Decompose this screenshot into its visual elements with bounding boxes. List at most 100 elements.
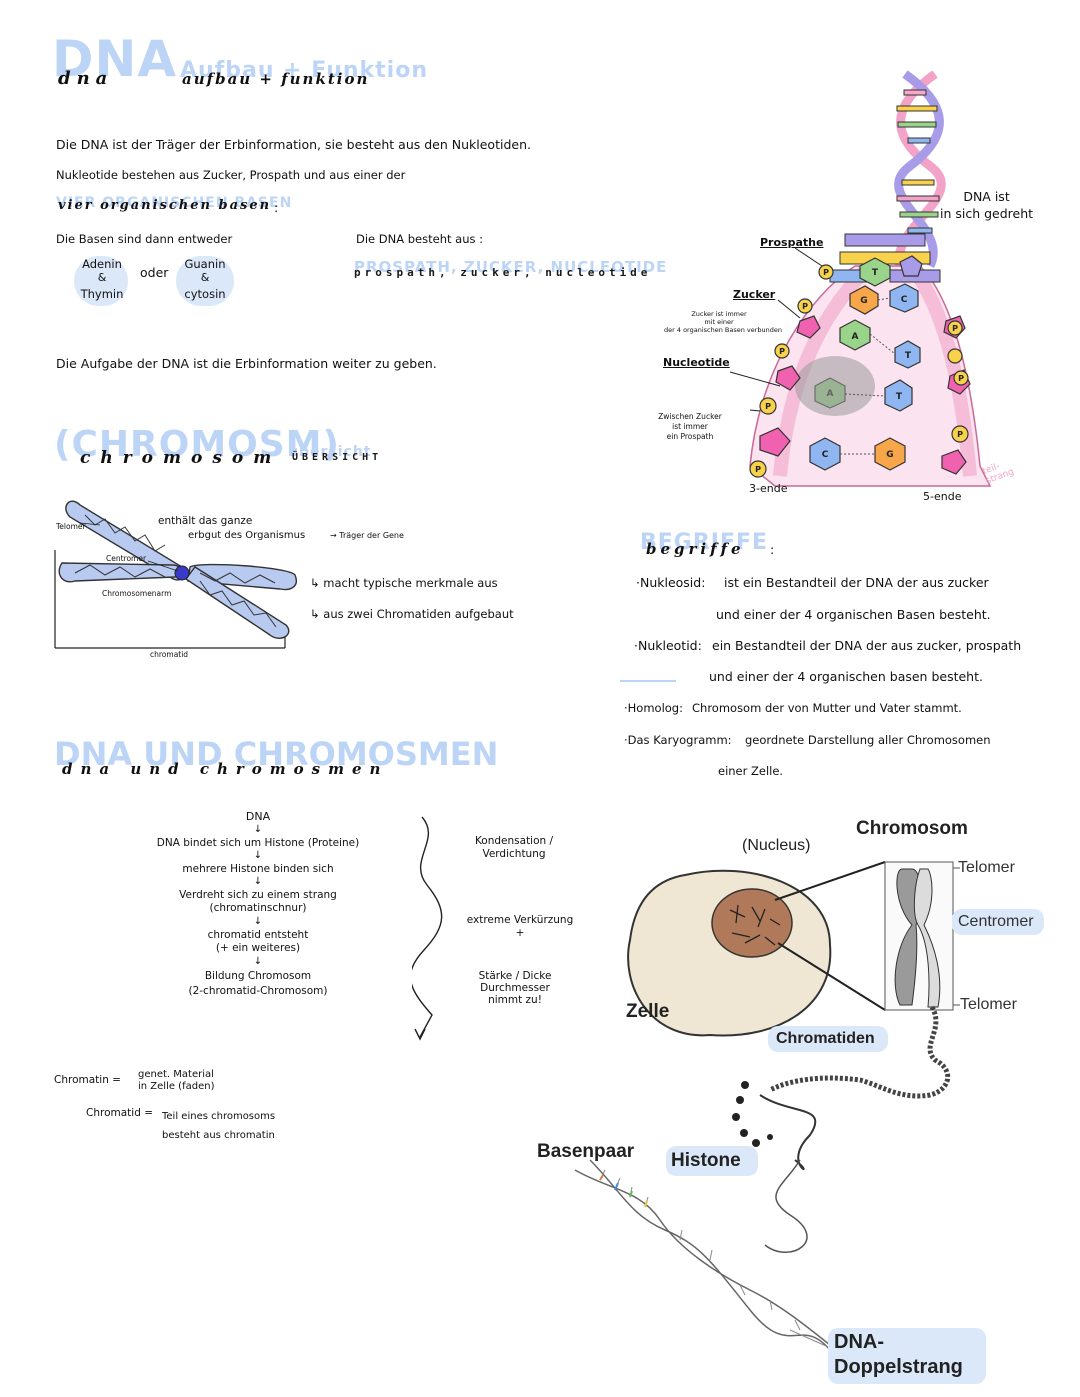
chromosom-sub-spaced: ÜBERSICHT [292,452,383,463]
term-nukleosid-cont: und einer der 4 organischen Basen besteh… [716,607,991,622]
flow-arrow: ↓ [253,916,263,927]
term-nukleotid-text: ein Bestandteil der DNA der aus zucker, … [712,638,1022,653]
phosphate-letter: P [957,430,963,439]
composition-blue: PROSPATH, ZUCKER, NUCLEOTIDE [354,258,668,276]
term-divider [620,680,676,682]
flow-step-5: chromatid entsteht (+ ein weiteres) [207,929,309,954]
four-bases-colon: : [274,200,279,215]
term-nukleosid: ·Nukleosid: [636,575,706,590]
phosphate-letter: P [779,347,785,356]
nucleus-label: (Nucleus) [742,837,811,854]
term-nukleotid: ·Nukleotid: [634,638,702,653]
term-karyogramm-text: geordnete Darstellung aller Chromosomen [745,733,991,747]
chromatid-label: Chromatid = [86,1107,153,1119]
label-centromer-small: Centromer [106,554,147,563]
label-telomer-small: Telomer [56,522,86,531]
base-letter: T [905,351,912,361]
end-3: 3-ende [749,482,788,495]
pair2-mid: & [200,271,210,284]
base-letter: T [896,392,903,402]
base-letter: G [860,296,867,306]
chromosom-note1: enthält das ganze [158,515,253,527]
terms-colon: : [770,542,775,557]
large-chromosome [894,868,941,1008]
telomer-top-label: Telomer [958,859,1015,876]
chromosom-sub-blue: übersicht [288,444,372,460]
chromatin-def: genet. Material in Zelle (faden) [138,1069,215,1092]
flow-arrow: ↓ [253,956,263,967]
terms-heading-script: begriffe [646,540,745,558]
phosphate-letter: P [802,302,808,311]
oder: oder [140,265,169,280]
dna-task: Die Aufgabe der DNA ist die Erbinformati… [56,356,437,371]
term-nukleosid-text: ist ein Bestandteil der DNA der aus zuck… [724,575,989,590]
term-homolog-text: Chromosom der von Mutter und Vater stamm… [692,701,962,715]
label-nucleotide: Nucleotide [663,356,730,369]
flow-step-4: Verdreht sich zu einem strang (chromatin… [179,889,337,914]
term-karyogramm-cont: einer Zelle. [718,764,784,778]
dna-double-helix [574,1159,831,1351]
bases-intro: Die Basen sind dann entweder [56,232,233,246]
telomer-bottom-label: Telomer [960,996,1017,1013]
dna-heading: DNA [52,30,178,88]
label-prospathe: Prospathe [760,236,824,249]
phosphate-letter: P [823,268,829,277]
chromosom-note1b: erbgut des Organismus [188,530,306,541]
chromosom-heading: (CHROMOSM) [54,424,340,465]
histone-label: Histone [671,1150,741,1171]
base-letter: T [872,268,879,278]
centromer-highlight [952,909,1044,935]
zucker-note: Zucker ist immer mit einer der 4 organis… [664,310,783,334]
flow-chart: DNA ↓ DNA bindet sich um Histone (Protei… [120,810,396,999]
flow-arrow: ↓ [253,824,263,835]
chromatiden-highlight [768,1026,888,1052]
chromosom-note2: ↳ macht typische merkmale aus [310,576,498,590]
label-chromatid-small: chromatid [150,650,189,659]
base-letter: C [822,450,829,460]
pair2-highlight [176,256,234,306]
flow-arrow: ↓ [253,876,263,887]
phosphate-letter: P [958,374,964,383]
chromosom-note1c: → Träger der Gene [330,531,404,540]
side-note-2: extreme Verkürzung + [466,914,574,939]
dna-double-label: DNA- Doppelstrang [834,1331,963,1378]
composition-spaced: prospath, zucker, nucleotide [354,266,652,279]
pair2-bot: cytosin [184,287,226,301]
composition-intro: Die DNA besteht aus : [356,232,484,246]
label-zucker: Zucker [733,288,776,301]
phosphate-letter: P [952,324,958,333]
terms-heading-blue: BEGRIFFE [640,530,769,555]
pair1-bot: Thymin [80,287,124,301]
dna-twist-label: DNA ist in sich gedreht [940,189,1034,221]
phosphate-letter: P [765,402,771,411]
between-note: Zwischen Zucker ist immer ein Prospath [658,412,722,441]
centromer-label: Centromer [958,913,1034,930]
chromosom-heading-script: chromosom [80,448,282,468]
flow-step-3: mehrere Histone binden sich [182,863,334,875]
phosphate-letter: P [755,465,761,474]
dna-subheading-blue: Aufbau + Funktion [180,58,428,83]
base-letter: G [886,450,893,460]
flow-step-1: DNA [245,810,271,823]
base-letter: C [901,295,908,305]
pair2-top: Guanin [184,257,226,271]
side-note-1: Kondensation / Verdichtung [474,835,554,860]
chromatiden-label: Chromatiden [776,1030,875,1047]
chromosom-title: Chromosom [856,818,968,839]
dna-double-highlight [828,1328,986,1384]
dna-text-line2: Nukleotide bestehen aus Zucker, Prospath… [56,168,406,182]
pair1-mid: & [97,271,107,284]
wavy-arrow [412,816,443,1041]
base-letter: A [852,332,859,342]
dna-heading-script: dna [58,68,114,89]
dna-text-line1: Die DNA ist der Träger der Erbinformatio… [56,137,531,152]
pair1-highlight [74,256,128,306]
basenpaar-label: Basenpaar [537,1141,635,1162]
dna-subheading-script: aufbau + funktion [182,70,370,88]
zelle-label: Zelle [626,1001,670,1022]
dna-structure-diagram: T G C A T A T C G P P P P P P P [729,70,992,487]
flow-step-6: Bildung Chromosom (2-chromatid-Chromosom… [188,970,328,997]
side-note-3: Stärke / Dicke Durchmesser nimmt zu! [478,970,552,1006]
dna-chromosomes-heading: DNA UND CHROMOSMEN [54,735,499,773]
chromosome-drawing [54,500,297,649]
